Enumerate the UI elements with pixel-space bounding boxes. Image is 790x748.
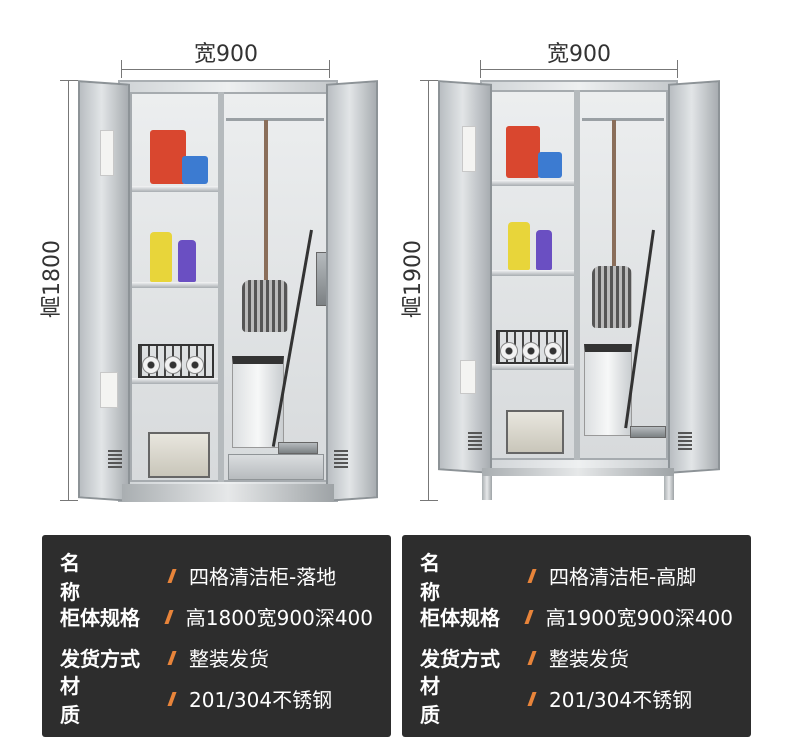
spec-label: 材质 [60, 673, 114, 727]
spec-label: 发货方式 [60, 647, 140, 671]
slash-icon [515, 691, 549, 706]
slash-icon [153, 609, 186, 624]
spec-row-size: 柜体规格 高1900宽900深400 [420, 596, 733, 637]
spec-value: 整装发货 [549, 647, 629, 671]
spec-row-material: 材质 201/304不锈钢 [60, 674, 373, 727]
spec-value: 高1800宽900深400 [185, 606, 373, 630]
spec-row-shipping: 发货方式 整装发货 [60, 637, 373, 678]
slash-icon [515, 568, 549, 583]
spec-label: 柜体规格 [420, 606, 500, 630]
slash-icon [515, 650, 549, 665]
spec-value: 四格清洁柜-落地 [189, 565, 337, 589]
spec-label: 发货方式 [420, 647, 500, 671]
slash-icon [155, 568, 189, 583]
spec-label: 柜体规格 [60, 606, 140, 630]
spec-value: 201/304不锈钢 [549, 688, 693, 712]
spec-value: 整装发货 [189, 647, 269, 671]
width-label-right: 宽900 [547, 42, 611, 67]
width-label-left: 宽900 [194, 42, 258, 67]
cabinet-legs-image [438, 80, 720, 502]
slash-icon [155, 650, 189, 665]
spec-row-material: 材质 201/304不锈钢 [420, 674, 733, 727]
spec-value: 高1900宽900深400 [545, 606, 733, 630]
slash-icon [155, 691, 189, 706]
spec-row-name: 名称 四格清洁柜-落地 [60, 551, 373, 604]
spec-row-name: 名称 四格清洁柜-高脚 [420, 551, 733, 604]
spec-value: 201/304不锈钢 [189, 688, 333, 712]
spec-label: 材质 [420, 673, 474, 727]
slash-icon [513, 609, 546, 624]
spec-row-shipping: 发货方式 整装发货 [420, 637, 733, 678]
spec-value: 四格清洁柜-高脚 [549, 565, 697, 589]
height-label-left: 高1800 [40, 240, 65, 318]
spec-label: 名称 [60, 550, 114, 604]
spec-panel-right: 名称 四格清洁柜-高脚 柜体规格 高1900宽900深400 发货方式 整装发货… [402, 535, 751, 737]
cabinet-floor-image [78, 80, 378, 502]
spec-row-size: 柜体规格 高1800宽900深400 [60, 596, 373, 637]
spec-panel-left: 名称 四格清洁柜-落地 柜体规格 高1800宽900深400 发货方式 整装发货… [42, 535, 391, 737]
spec-label: 名称 [420, 550, 474, 604]
height-label-right: 高1900 [401, 240, 426, 318]
